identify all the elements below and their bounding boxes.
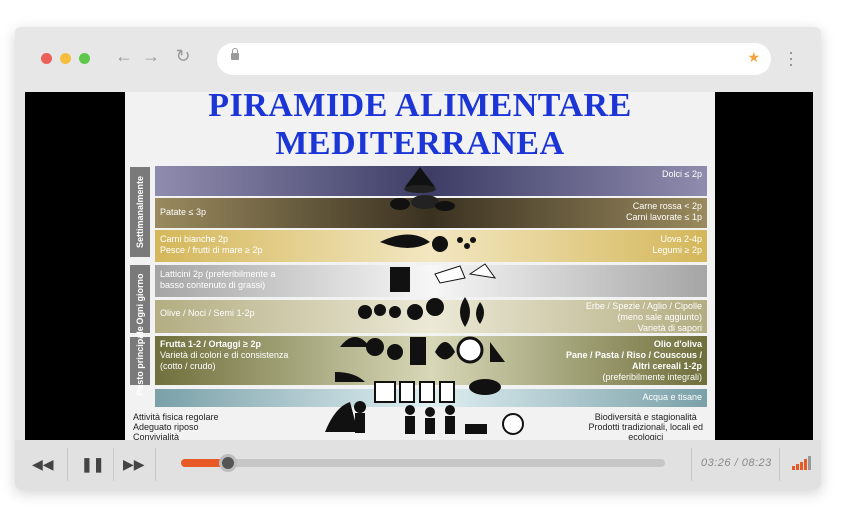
- current-time: 03:26: [701, 457, 732, 469]
- band-olives-left: Olive / Noci / Semi 1-2p: [160, 308, 255, 318]
- volume-bars-icon[interactable]: [792, 456, 812, 470]
- video-area[interactable]: PIRAMIDE ALIMENTARE MEDITERRANEA Settima…: [25, 92, 813, 440]
- menu-icon[interactable]: ···: [788, 42, 794, 74]
- band-water-right: Acqua e tisane: [642, 392, 702, 402]
- divider: [113, 448, 114, 481]
- side-label-daily: Ogni giorno: [130, 265, 150, 333]
- minimize-window-button[interactable]: [60, 53, 71, 64]
- band-sweets-right: Dolci ≤ 2p: [662, 169, 702, 179]
- footer-left-text: Attività fisica regolare Adeguato riposo…: [133, 412, 219, 440]
- food-pyramid-illustration: [325, 167, 524, 435]
- band-herbs-right: Erbe / Spezie / Aglio / Cipolle (meno sa…: [585, 301, 702, 333]
- seek-bar-handle[interactable]: [219, 454, 238, 472]
- browser-window: ← → ↻ ★ ··· PIRAMIDE ALIMENTARE MEDITERR…: [15, 27, 821, 489]
- band-meat-right: Carne rossa < 2p Carni lavorate ≤ 1p: [626, 201, 702, 222]
- divider: [67, 448, 68, 481]
- band-cereals-right-bold: Olio d'oliva Pane / Pasta / Riso / Cousc…: [565, 339, 702, 371]
- bookmark-star-icon[interactable]: ★: [747, 49, 760, 65]
- seek-bar-progress: [181, 459, 229, 467]
- video-frame-slide: PIRAMIDE ALIMENTARE MEDITERRANEA Settima…: [125, 92, 715, 440]
- seek-bar[interactable]: [181, 454, 665, 472]
- side-label-weekly: Settimanalmente: [130, 167, 150, 257]
- reload-icon[interactable]: ↻: [175, 46, 191, 66]
- close-window-button[interactable]: [41, 53, 52, 64]
- band-white-meat-left: Carni bianche 2p Pesce / frutti di mare …: [160, 234, 263, 255]
- forward-icon[interactable]: →: [142, 46, 160, 66]
- back-icon[interactable]: ←: [115, 46, 133, 66]
- band-potatoes-left: Patate ≤ 3p: [160, 207, 206, 217]
- duration: 08:23: [741, 457, 772, 469]
- player-controls: ◀◀ ❚❚ ▶▶ 03:26 / 08:23: [15, 440, 821, 489]
- band-cereals-right: (preferibilmente integrali): [602, 372, 702, 382]
- band-white-meat: Carni bianche 2p Pesce / frutti di mare …: [155, 230, 707, 262]
- divider: [691, 448, 692, 481]
- band-eggs-right: Uova 2-4p Legumi ≥ 2p: [652, 234, 702, 255]
- band-fruit: Frutta 1-2 / Ortaggi ≥ 2p Varietà di col…: [155, 336, 707, 385]
- fast-forward-icon[interactable]: ▶▶: [123, 456, 145, 472]
- lock-icon: [231, 48, 239, 60]
- band-dairy: Latticini 2p (preferibilmente a basso co…: [155, 265, 707, 297]
- divider: [779, 448, 780, 481]
- divider: [155, 448, 156, 481]
- band-fruit-left-bold: Frutta 1-2 / Ortaggi ≥ 2p: [160, 339, 261, 349]
- time-separator: /: [734, 457, 739, 469]
- rewind-icon[interactable]: ◀◀: [32, 456, 54, 472]
- side-label-meal: Pasto principale: [130, 326, 150, 396]
- pause-icon[interactable]: ❚❚: [81, 456, 105, 472]
- footer-right-text: Biodiversità e stagionalità Prodotti tra…: [588, 412, 703, 440]
- band-olives: Olive / Noci / Semi 1-2p Erbe / Spezie /…: [155, 300, 707, 333]
- band-dairy-left: Latticini 2p (preferibilmente a basso co…: [160, 269, 276, 290]
- slide-title-line2: MEDITERRANEA: [275, 125, 565, 162]
- browser-toolbar: ← → ↻ ★ ···: [15, 27, 821, 91]
- band-fruit-left: Varietà di colori e di consistenza (cott…: [160, 350, 289, 371]
- slide-title-line1: PIRAMIDE ALIMENTARE: [208, 92, 632, 124]
- address-bar[interactable]: ★: [217, 43, 771, 75]
- maximize-window-button[interactable]: [79, 53, 90, 64]
- time-display: 03:26 / 08:23: [701, 457, 772, 469]
